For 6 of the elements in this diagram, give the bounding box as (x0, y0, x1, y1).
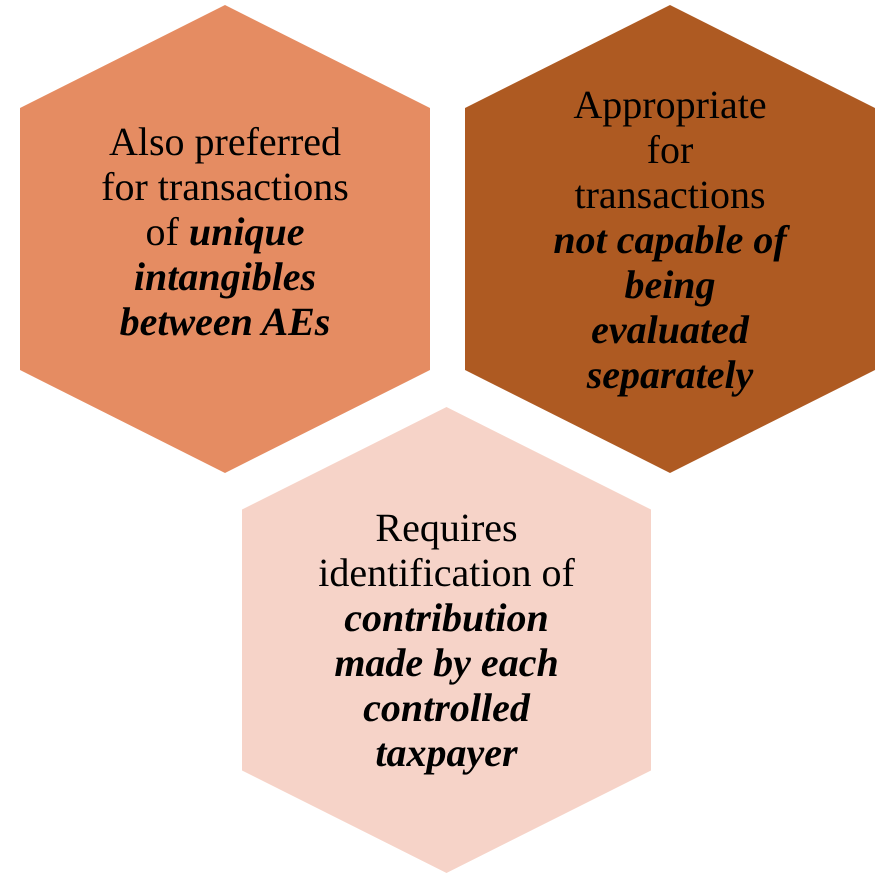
hexagon (242, 407, 651, 873)
hexagon-text: Requires identification of contribution made by each controlled taxpayer (317, 505, 576, 775)
hexagon (465, 5, 875, 473)
hexagon (20, 5, 430, 473)
hexagon-text: Also preferred for transactions of unique intangibles between AEs (100, 118, 350, 344)
hexagon-text: Appropriate for transactions not capable of being evaluated separately (550, 82, 790, 396)
